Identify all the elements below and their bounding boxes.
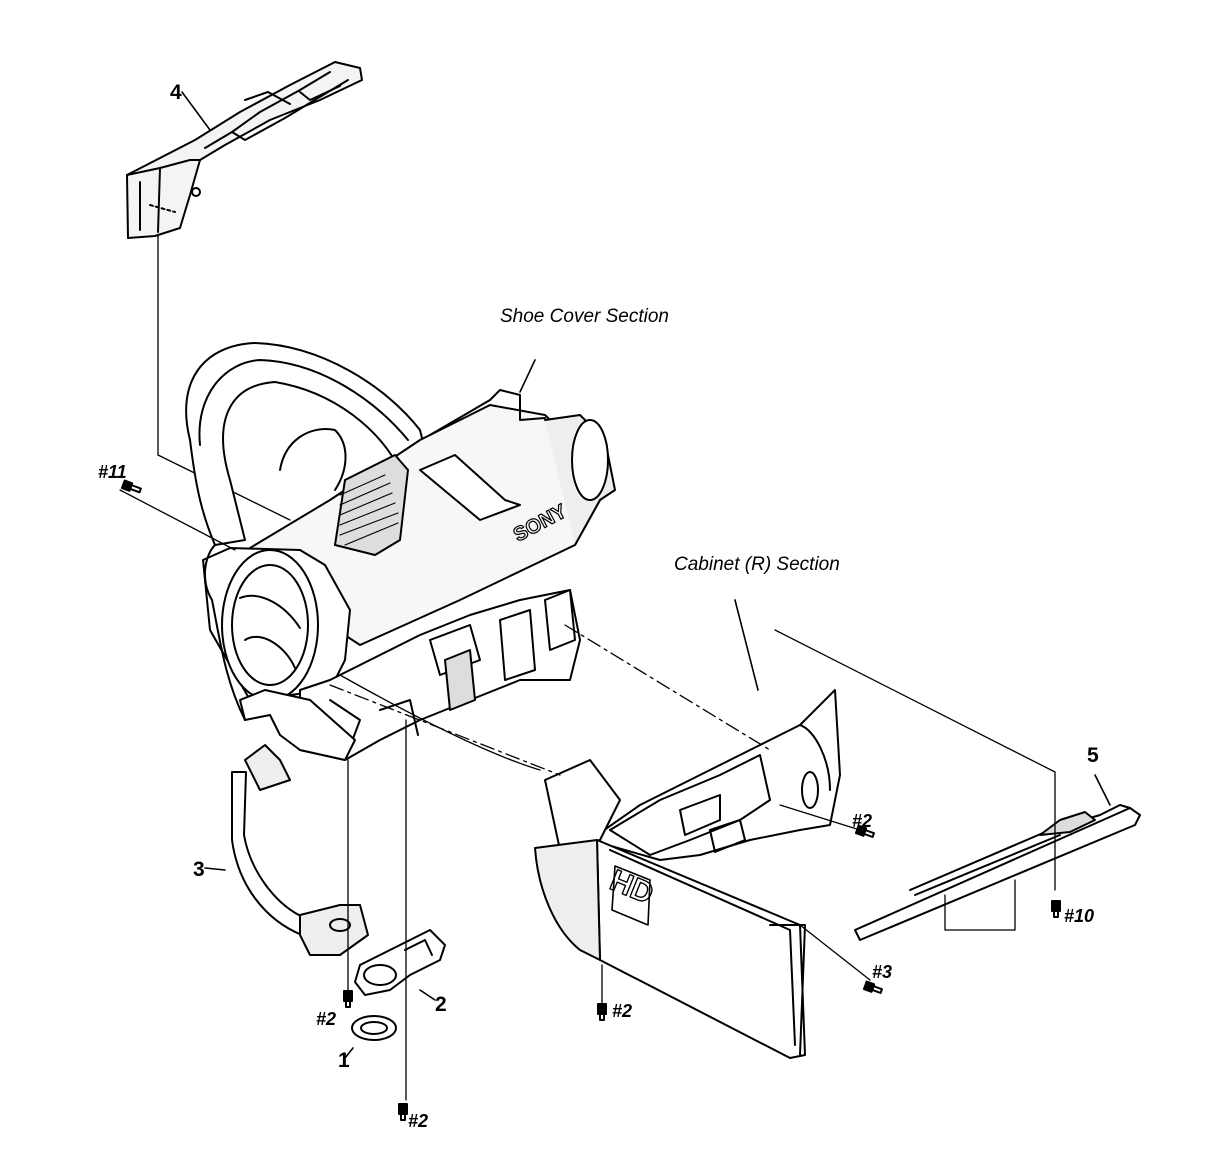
alignment-line-2 [564, 624, 771, 751]
screw-11-leader [119, 489, 236, 551]
screw-3-leader [799, 924, 871, 981]
screw-2-cabinet-label: #2 [852, 811, 873, 831]
cabinet-r-section-label: Cabinet (R) Section [674, 554, 840, 575]
part-3-label: 3 [193, 858, 205, 881]
part-5-rail [854, 804, 1141, 941]
part-3-flex-cable [231, 771, 369, 956]
camcorder-body [185, 342, 616, 791]
part-2-tripod-bracket [354, 929, 446, 996]
screw-icon [120, 479, 1061, 1121]
screw-10-label: #10 [1064, 906, 1095, 926]
alignment-line-3 [339, 674, 541, 771]
screw-2-bottom-label: #2 [408, 1111, 429, 1131]
part-1-pointer [344, 1047, 354, 1059]
shoe-cover-section-label: Shoe Cover Section [500, 306, 669, 327]
part-1-washer-hole [360, 1021, 388, 1035]
screw-2-lcd-label: #2 [612, 1001, 633, 1021]
part-4-leader-line [157, 235, 291, 521]
cabinet-r-assembly [534, 689, 841, 1059]
part-5-leader [774, 629, 1056, 891]
shoe-cover-pointer [519, 359, 536, 393]
cabinet-pointer [734, 599, 759, 691]
screw-11-label: #11 [98, 462, 127, 482]
part-2-label: 2 [435, 993, 447, 1016]
part-5-bracket-line [944, 879, 1016, 931]
screw-3-label: #3 [872, 962, 893, 982]
part-2-pointer [419, 989, 436, 1001]
part-4-label: 4 [170, 81, 182, 104]
part-5-pointer [1094, 774, 1111, 806]
alignment-line-1 [329, 684, 561, 776]
part-5-label: 5 [1087, 744, 1099, 767]
screw-2-cabinet-leader [779, 804, 861, 831]
part-1-washer [351, 1015, 397, 1041]
part-1-label: 1 [338, 1049, 350, 1072]
part-4-pointer [181, 91, 211, 131]
part-4-bracket [126, 61, 363, 239]
screw-2-left-label: #2 [316, 1009, 337, 1029]
part-3-pointer [204, 867, 226, 871]
